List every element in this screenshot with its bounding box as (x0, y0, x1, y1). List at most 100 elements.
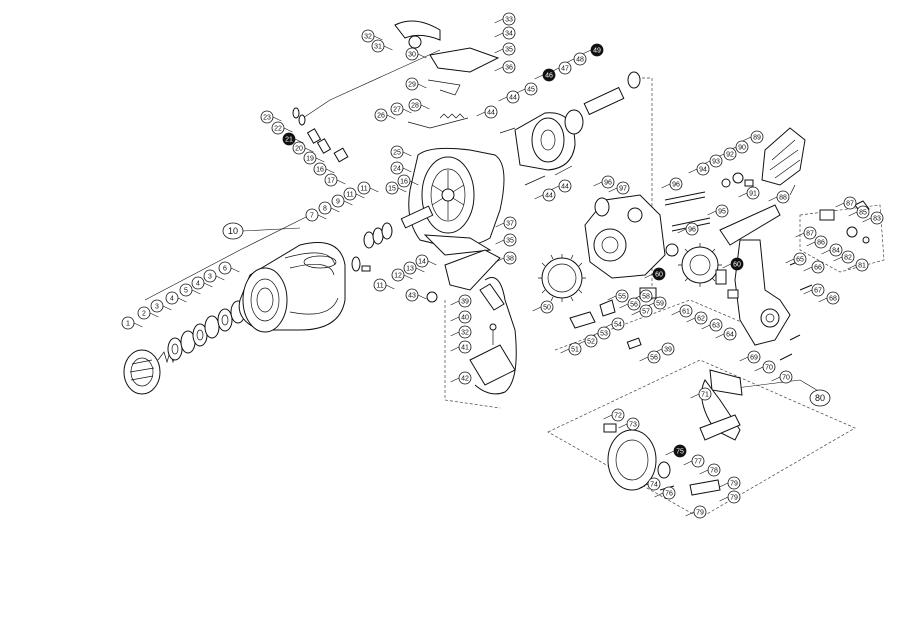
callout-circle (735, 140, 749, 154)
part-callout-p96c: 96 (601, 175, 615, 189)
leader-p83 (862, 217, 872, 223)
callout-circle (390, 161, 404, 175)
part-callout-p85: 85 (856, 205, 870, 219)
part-callout-p62: 62 (694, 311, 708, 325)
leader-p87b (795, 232, 805, 238)
part-callout-p38: 38 (503, 251, 517, 265)
part-callout-p95: 95 (715, 204, 729, 218)
part-number-label: 95 (718, 209, 726, 216)
part-number-label: 72 (614, 413, 622, 420)
callout-circle (203, 269, 217, 283)
part-callout-p33: 33 (502, 12, 516, 26)
callout-circle (730, 257, 744, 271)
part-number-label: 11 (346, 192, 353, 199)
part-callout-p8: 8 (318, 201, 332, 215)
part-number-label: 16 (400, 179, 408, 186)
bail-arm-36 (429, 47, 500, 73)
leader-p3b (215, 275, 225, 281)
part-callout-p35b: 35 (503, 233, 517, 247)
rod-96a (664, 191, 706, 201)
part-callout-p86: 86 (814, 235, 828, 249)
nut-49 (627, 71, 641, 89)
part-callout-p70: 70 (762, 360, 776, 374)
part-callout-p56b: 56 (647, 350, 661, 364)
callout-circle (524, 82, 538, 96)
callout-circle (584, 334, 598, 348)
part-callout-p45: 45 (524, 82, 538, 96)
cover-89 (761, 127, 806, 186)
screw-32 (489, 323, 497, 331)
part-callout-p35: 35 (502, 42, 516, 56)
part-callout-p75: 75 (673, 444, 687, 458)
part-callout-p42: 42 (458, 371, 472, 385)
part-number-label: 60 (733, 262, 741, 269)
callout-circle (385, 181, 399, 195)
part-callout-p7: 7 (305, 208, 319, 222)
callout-circle (615, 289, 629, 303)
part-callout-p3b: 3 (203, 269, 217, 283)
part-number-label: 37 (506, 221, 514, 228)
part-callout-p87a: 87 (843, 196, 857, 210)
callout-circle (639, 304, 653, 318)
leader-p82 (833, 256, 843, 262)
callout-circle (746, 186, 760, 200)
callout-circle (626, 417, 640, 431)
bearing-46 (564, 109, 584, 135)
part-callout-p47: 47 (558, 61, 572, 75)
part-84 (846, 226, 858, 238)
callout-circle (405, 77, 419, 91)
leader-p23 (272, 116, 282, 122)
part-number-label: 35 (506, 238, 514, 245)
leader-p76 (654, 492, 664, 498)
part-callout-p32b: 32 (458, 325, 472, 339)
part-callout-p64: 64 (723, 327, 737, 341)
callout-circle (691, 454, 705, 468)
callout-circle (415, 254, 429, 268)
part-number-label: 38 (506, 256, 514, 263)
part-number-label: 26 (377, 113, 385, 120)
washer-7 (351, 256, 361, 272)
leader-p79c (685, 511, 695, 517)
part-callout-p76: 76 (662, 486, 676, 500)
part-number-label: 74 (650, 482, 658, 489)
part-callout-p22: 22 (271, 121, 285, 135)
part-number-label: 73 (629, 422, 637, 429)
part-number-label: 3 (155, 304, 159, 311)
bearing-96 (594, 197, 610, 217)
callout-circle (373, 278, 387, 292)
part-number-label: 23 (263, 115, 271, 122)
part-callout-p74: 74 (647, 477, 661, 491)
part-number-label: 9 (336, 199, 340, 206)
part-number-label: 31 (374, 44, 382, 51)
part-number-label: 44 (545, 193, 553, 200)
part-callout-p73: 73 (626, 417, 640, 431)
part-number-label: 1 (126, 321, 130, 328)
plate-78 (689, 479, 721, 496)
callout-circle (218, 261, 232, 275)
callout-circle (179, 283, 193, 297)
leader-p21 (294, 138, 304, 144)
callout-circle (271, 121, 285, 135)
part-number-label: 6 (223, 266, 227, 273)
leader-p44c (534, 194, 544, 200)
washer-11a (363, 231, 375, 249)
part-number-label: 68 (829, 296, 837, 303)
part-callout-p21: 21 (282, 132, 296, 146)
bail-support-33 (394, 20, 441, 41)
leader-p56 (619, 303, 629, 309)
part-number-label: 87 (846, 201, 854, 208)
part-number-label: 12 (394, 273, 402, 280)
part-number-label: 65 (796, 257, 804, 264)
part-callout-p65: 65 (793, 252, 807, 266)
leader-p87a (835, 202, 845, 208)
leader-p74 (639, 483, 649, 489)
part-number-label: 75 (676, 449, 684, 456)
handle-shaft-71 (709, 369, 743, 396)
part-number-label: 56 (630, 302, 638, 309)
leader-p41 (450, 346, 460, 352)
callout-circle (590, 43, 604, 57)
part-number-label: 43 (408, 293, 416, 300)
screw-70 (789, 334, 801, 341)
part-number-label: 32 (364, 34, 372, 41)
callout-circle (826, 291, 840, 305)
